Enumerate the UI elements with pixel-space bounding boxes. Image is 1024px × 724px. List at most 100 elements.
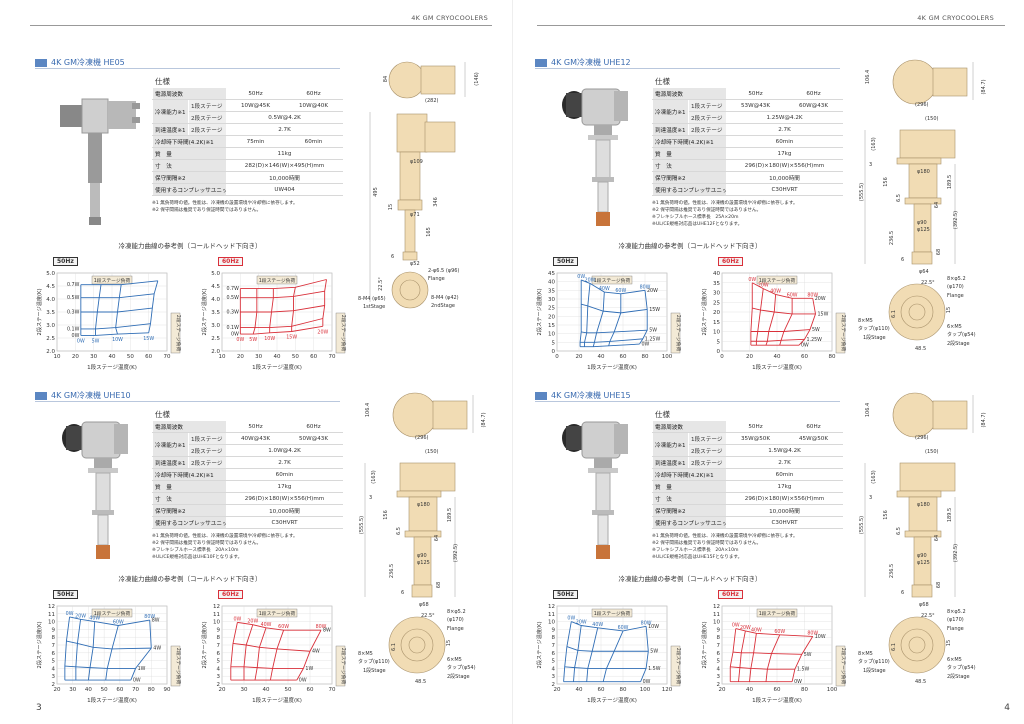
- dimension-drawing: 84(146)(282)φ10949515φ713461656φ5222.5°2…: [358, 61, 480, 310]
- x-tick-label: 30: [241, 687, 248, 693]
- dimension-label: (296): [915, 102, 928, 108]
- x-tick-label: 40: [774, 354, 781, 360]
- x-tick-label: 60: [145, 354, 152, 360]
- spec-value: 50Hz: [226, 420, 286, 433]
- legend-stage1-box: [756, 275, 798, 285]
- dimension-label: (84.7): [981, 412, 987, 427]
- stage1-load-line-20W: [243, 624, 254, 681]
- dimension-label: (150): [925, 449, 938, 455]
- spec-label: 寸 法: [651, 159, 728, 172]
- x-tick-label: 80: [642, 354, 649, 360]
- stage2-load-label: 0.5W: [67, 295, 80, 301]
- drawing-part: [402, 251, 418, 261]
- x-axis-label: 1段ステージ温度(K): [752, 363, 802, 371]
- title-marker-icon: [35, 58, 47, 67]
- spec-label: 寸 法: [651, 492, 728, 505]
- x-tick-label: 120: [662, 687, 673, 693]
- model-title: 4K GM冷凍機 HE05: [51, 58, 125, 67]
- stage1-load-line-5W: [252, 288, 258, 335]
- dimension-label: φ125: [417, 560, 430, 566]
- x-tick-label: 60: [620, 354, 627, 360]
- model-title-bar: 4K GM冷凍機 UHE10: [35, 390, 340, 402]
- dimension-label: (392.5): [453, 544, 459, 562]
- drawing-part: [408, 636, 426, 654]
- legend-stage1: 1段ステージ負荷: [759, 610, 796, 617]
- spec-label: 質 量: [151, 147, 228, 160]
- y-tick-label: 2.5: [211, 336, 220, 342]
- spec-value: 60Hz: [784, 87, 844, 100]
- spec-note: ※1 無負荷時の値。性能は、冷凍機の設置環境や冷却物に依存します。: [652, 201, 798, 206]
- x-tick-label: 20: [746, 354, 753, 360]
- stage2-load-label: 0.1W: [67, 326, 80, 332]
- stage1-load-label: 40W: [261, 622, 272, 628]
- spec-value: 60min: [726, 135, 844, 148]
- y-tick-label: 7: [717, 643, 721, 649]
- spec-value: C30HVRT: [226, 516, 344, 529]
- stage1-load-label: 15W: [143, 336, 154, 342]
- x-tick-label: 40: [746, 687, 753, 693]
- x-axis-label: 1段ステージ温度(K): [587, 363, 637, 371]
- y-tick-label: 11: [213, 612, 220, 618]
- stage1-load-line-60W: [608, 293, 622, 346]
- stage1-load-label: 40W: [599, 286, 610, 292]
- x-tick-label: 100: [662, 354, 673, 360]
- legend-stage1-box: [91, 275, 133, 285]
- stage2-load-label: 5W: [804, 652, 812, 658]
- y-tick-label: 10: [548, 620, 555, 626]
- x-tick-label: 20: [576, 354, 583, 360]
- y-tick-label: 30: [548, 297, 555, 303]
- stage1-load-line-40W: [765, 294, 777, 346]
- dimension-label: 6.1: [891, 643, 897, 651]
- y-tick-label: 9: [217, 627, 221, 633]
- dimension-label: 6: [391, 254, 394, 260]
- spec-value: 10,000時間: [226, 504, 344, 517]
- legend-stage2: 2段ステージ負荷: [340, 648, 347, 685]
- cryocooler-photo: [562, 421, 628, 559]
- y-tick-label: 35: [713, 281, 720, 287]
- dimension-label: (150): [425, 449, 438, 455]
- stage2-load-line-8W: [69, 616, 150, 626]
- product-photo: [552, 410, 647, 570]
- dimension-label: 156: [383, 510, 389, 520]
- x-tick-label: 70: [164, 354, 171, 360]
- dimension-label: φ180: [417, 502, 430, 508]
- y-tick-label: 8: [217, 635, 221, 641]
- y-tick-label: 4: [552, 666, 556, 672]
- stage1-load-label: 0W: [577, 274, 585, 280]
- stage1-load-label: 40W: [770, 288, 781, 294]
- y-tick-label: 20: [713, 310, 720, 316]
- x-tick-label: 40: [263, 687, 270, 693]
- stage1-load-line-0W: [750, 282, 753, 346]
- spec-label: 寸 法: [151, 159, 228, 172]
- x-axis-label: 1段ステージ温度(K): [87, 363, 137, 371]
- x-tick-label: 80: [148, 687, 155, 693]
- drawing-part: [399, 462, 456, 492]
- y-tick-label: 45: [548, 271, 555, 277]
- spec-label: 冷凍能力※1: [652, 432, 689, 457]
- spec-note: ※フレキシブルホース標準長 20A×10m: [652, 548, 739, 553]
- dimension-label: Flange: [428, 276, 445, 282]
- spec-label: 到達温度※1: [652, 456, 689, 469]
- spec-label: 保守間隔※2: [651, 504, 728, 517]
- spec-label: 2段ステージ: [687, 123, 728, 136]
- stage1-load-line-80W: [130, 620, 152, 681]
- stage1-load-line-60W: [105, 625, 119, 681]
- y-tick-label: 3.0: [211, 323, 220, 329]
- stage2-load-line-0.7W: [80, 280, 158, 286]
- stage1-load-label: 80W: [807, 630, 818, 636]
- spec-value: 10W@40K: [284, 99, 344, 112]
- dimension-label: 48.5: [915, 346, 926, 352]
- dimension-label: (84.7): [981, 79, 987, 94]
- stage1-load-label: 40W: [751, 627, 762, 633]
- dimension-label: 3: [869, 495, 872, 501]
- spec-value: 0.5W@4.2K: [226, 111, 344, 124]
